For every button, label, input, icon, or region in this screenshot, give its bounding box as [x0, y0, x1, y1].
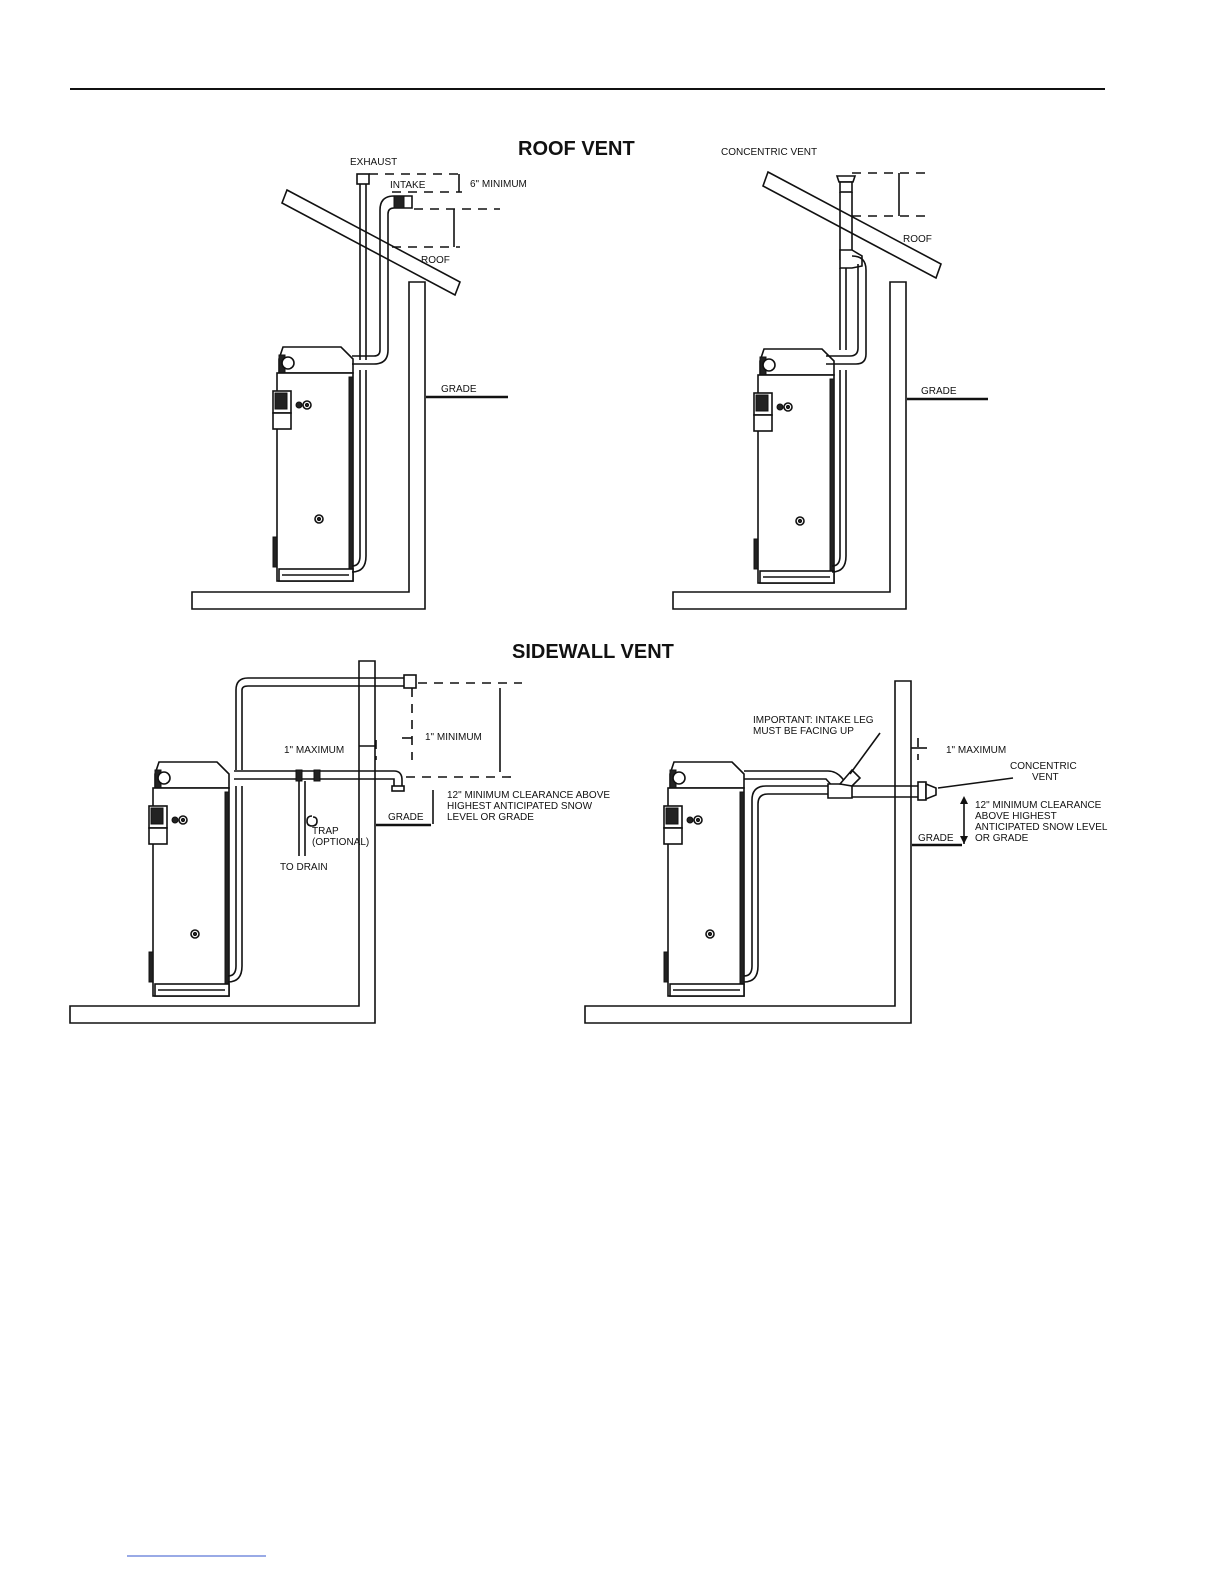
one-maximum-label: 1" MAXIMUM — [946, 745, 1006, 756]
concentric-horizontal-pipe — [852, 785, 918, 798]
intake-label: INTAKE — [390, 180, 426, 191]
floor-and-wall — [584, 680, 912, 1024]
roof-label: ROOF — [903, 234, 932, 245]
floor-and-wall — [69, 660, 376, 1024]
important-label-line2: MUST BE FACING UP — [753, 726, 854, 737]
exhaust-label: EXHAUST — [350, 157, 397, 168]
grade-label: GRADE — [441, 384, 477, 395]
one-minimum-label: 1" MINIMUM — [425, 732, 482, 743]
intake-coupling — [393, 195, 405, 209]
clearance-label-line3: ANTICIPATED SNOW LEVEL — [975, 822, 1108, 833]
intake-pipe — [234, 770, 403, 788]
grade-label: GRADE — [918, 833, 954, 844]
intake-elbow — [743, 965, 759, 983]
exhaust-terminal — [403, 674, 417, 689]
intake-pipe — [352, 195, 413, 365]
sidewall-vent-title: SIDEWALL VENT — [512, 641, 674, 663]
trap-coil — [306, 815, 318, 827]
roof-vent-concentric-figure: CONCENTRIC VENT ROOF GRADE — [672, 147, 988, 610]
concentric-terminal — [839, 181, 853, 193]
water-heater — [272, 346, 354, 582]
drain-pipe — [298, 781, 306, 856]
trap-label: TRAP — [312, 826, 339, 837]
intake-leg — [838, 768, 862, 787]
intake-leader — [849, 732, 881, 775]
clearance-label-line2: ABOVE HIGHEST — [975, 811, 1057, 822]
clearance-label-line1: 12" MINIMUM CLEARANCE — [975, 800, 1102, 811]
wall-plate — [917, 781, 927, 801]
vent-pipe-lower — [351, 370, 367, 573]
trap-optional-label: (OPTIONAL) — [312, 837, 369, 848]
to-drain-label: TO DRAIN — [280, 862, 328, 873]
important-label-line1: IMPORTANT: INTAKE LEG — [753, 715, 874, 726]
water-heater — [148, 761, 230, 997]
exhaust-branch — [839, 268, 847, 350]
roof-slab — [280, 188, 462, 297]
floor-and-wall — [191, 281, 426, 610]
concentric-leader — [937, 777, 1014, 789]
clearance-label-line2: HIGHEST ANTICIPATED SNOW — [447, 801, 593, 812]
intake-elbow — [391, 785, 405, 792]
sidewall-vent-concentric-figure: IMPORTANT: INTAKE LEG MUST BE FACING UP … — [584, 680, 1108, 1024]
clearance-label-line1: 12" MINIMUM CLEARANCE ABOVE — [447, 790, 610, 801]
clearance-label-line3: LEVEL OR GRADE — [447, 812, 534, 823]
one-maximum-label: 1" MAXIMUM — [284, 745, 344, 756]
roof-vent-two-pipe-figure: EXHAUST INTAKE 6" MINIMUM ROOF GRADE — [191, 157, 527, 610]
clearance-label-line4: OR GRADE — [975, 833, 1029, 844]
exhaust-cap — [356, 173, 370, 185]
vent-pipe-lower — [227, 786, 243, 983]
exhaust-pipe — [235, 677, 404, 770]
pipe-coupling — [313, 769, 321, 782]
concentric-pipe — [839, 192, 853, 260]
pipe-coupling — [295, 769, 303, 782]
vent-pipe-lower — [831, 370, 847, 573]
intake-branch — [826, 255, 867, 365]
floor-and-wall — [672, 281, 907, 610]
concentric-label-line2: VENT — [1032, 772, 1059, 783]
intake-pipe — [751, 785, 830, 966]
roof-slab — [762, 170, 942, 280]
arrow-up-icon — [960, 796, 968, 804]
intake-pipe-inner — [352, 210, 381, 357]
water-heater — [663, 761, 745, 997]
roof-vent-title: ROOF VENT — [518, 138, 635, 160]
concentric-terminal — [925, 782, 937, 801]
grade-label: GRADE — [388, 812, 424, 823]
concentric-vent-label: CONCENTRIC VENT — [721, 147, 817, 158]
grade-label: GRADE — [921, 386, 957, 397]
water-heater — [753, 348, 835, 584]
exhaust-pipe — [359, 184, 367, 360]
concentric-terminal-cap — [835, 175, 857, 183]
arrow-down-icon — [960, 836, 968, 844]
concentric-label-line1: CONCENTRIC — [1010, 761, 1077, 772]
roof-label: ROOF — [421, 255, 450, 266]
six-minimum-label: 6" MINIMUM — [470, 179, 527, 190]
sidewall-vent-two-pipe-figure: 1" MAXIMUM 1" MINIMUM 12" MINIMUM CLEARA… — [69, 660, 610, 1024]
